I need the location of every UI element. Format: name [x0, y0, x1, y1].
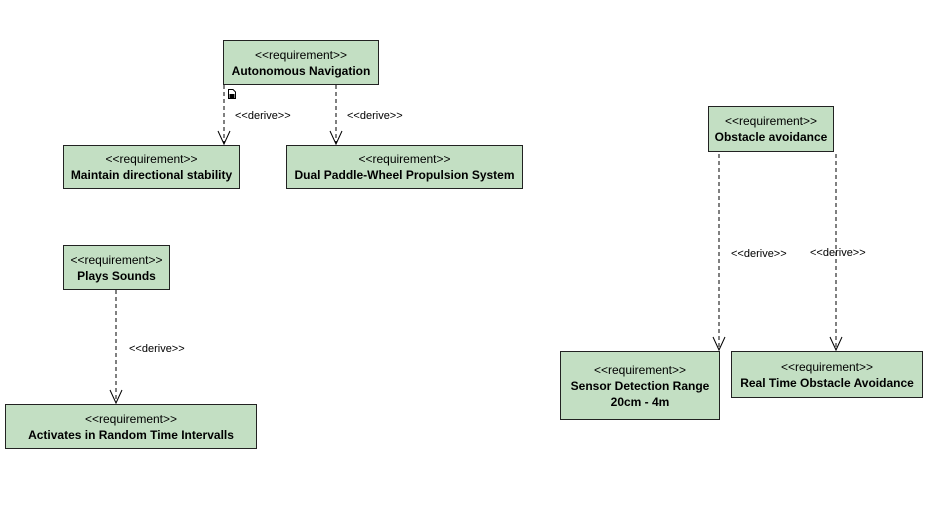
stereotype-label: <<requirement>> [254, 47, 348, 62]
derive-label: <<derive>> [129, 343, 185, 355]
stereotype-label: <<requirement>> [780, 359, 874, 374]
stereotype-label: <<requirement>> [358, 152, 451, 166]
derive-connector-obstacle-sensor[interactable] [712, 154, 726, 352]
requirement-name: Real Time Obstacle Avoidance [740, 375, 914, 390]
requirement-name: Dual Paddle-Wheel Propulsion System [294, 168, 515, 182]
requirement-obstacle-avoidance[interactable]: <<requirement>> Obstacle avoidance [708, 106, 834, 152]
requirement-name: Plays Sounds [77, 268, 156, 283]
derive-label: <<derive>> [731, 248, 787, 260]
derive-label: <<derive>> [235, 110, 291, 122]
requirement-name: Autonomous Navigation [231, 63, 371, 78]
requirement-maintain-directional-stability[interactable]: <<requirement>> Maintain directional sta… [63, 145, 240, 189]
requirement-name: Sensor Detection Range 20cm - 4m [570, 378, 710, 409]
requirement-activates-random-time[interactable]: <<requirement>> Activates in Random Time… [5, 404, 257, 449]
stereotype-label: <<requirement>> [70, 252, 163, 267]
stereotype-label: <<requirement>> [724, 114, 818, 128]
requirement-name: Activates in Random Time Intervalls [28, 427, 234, 442]
requirement-sensor-detection-range[interactable]: <<requirement>> Sensor Detection Range 2… [560, 351, 720, 420]
stereotype-label: <<requirement>> [105, 152, 198, 166]
derive-label: <<derive>> [347, 110, 403, 122]
stereotype-label: <<requirement>> [84, 411, 178, 426]
requirement-plays-sounds[interactable]: <<requirement>> Plays Sounds [63, 245, 170, 290]
derive-connector-obstacle-realtime[interactable] [829, 154, 843, 352]
stereotype-label: <<requirement>> [593, 362, 687, 377]
requirement-name: Maintain directional stability [70, 168, 233, 182]
derive-connector-nav-stability[interactable] [217, 85, 231, 146]
requirement-dual-paddle-wheel[interactable]: <<requirement>> Dual Paddle-Wheel Propul… [286, 145, 523, 189]
requirement-name: Obstacle avoidance [714, 130, 828, 144]
note-icon [228, 89, 236, 99]
requirement-autonomous-navigation[interactable]: <<requirement>> Autonomous Navigation [223, 40, 379, 85]
requirement-real-time-obstacle-avoidance[interactable]: <<requirement>> Real Time Obstacle Avoid… [731, 351, 923, 398]
derive-connector-sounds-random[interactable] [109, 290, 123, 405]
derive-connector-nav-paddle[interactable] [329, 85, 343, 146]
derive-label: <<derive>> [810, 247, 866, 259]
